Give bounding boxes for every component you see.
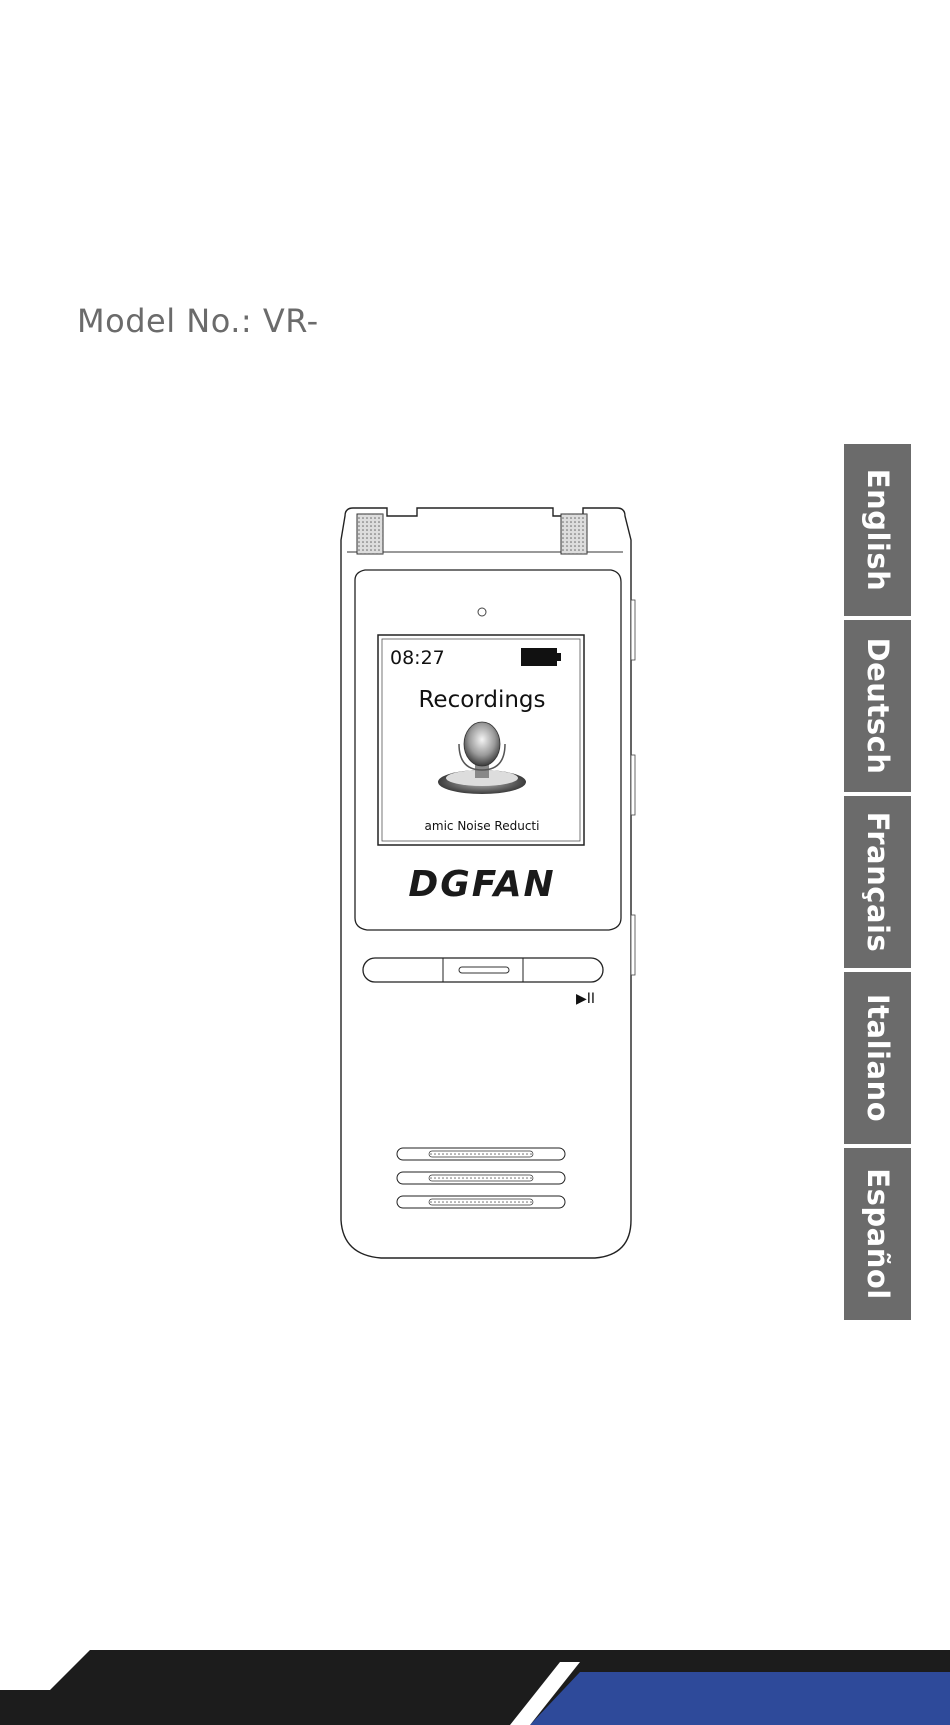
footer-band <box>0 1650 950 1725</box>
screen-caption: amic Noise Reducti <box>425 819 540 833</box>
tab-deutsch[interactable]: Deutsch <box>844 620 911 792</box>
play-pause-icon: ▶II <box>576 991 595 1007</box>
tab-label: Deutsch <box>861 638 895 775</box>
control-buttons[interactable] <box>363 958 603 982</box>
brand-logo: DGFAN <box>408 864 555 905</box>
tab-francais[interactable]: Français <box>844 796 911 968</box>
screen-time: 08:27 <box>390 647 445 669</box>
speaker-grille <box>397 1148 565 1208</box>
voice-recorder-illustration: 08:27 Recordings amic Noise Reducti DGFA… <box>325 500 645 1270</box>
tab-espanol[interactable]: Español <box>844 1148 911 1320</box>
screen-title: Recordings <box>418 687 545 713</box>
mic-grille-right <box>561 514 587 554</box>
model-number: Model No.: VR- <box>77 302 319 340</box>
tab-label: Italiano <box>861 994 895 1122</box>
tab-label: English <box>861 469 895 592</box>
tab-italiano[interactable]: Italiano <box>844 972 911 1144</box>
tab-label: Français <box>861 812 895 952</box>
tab-english[interactable]: English <box>844 444 911 616</box>
battery-icon <box>521 648 561 666</box>
tab-label: Español <box>861 1168 895 1299</box>
language-tabs: English Deutsch Français Italiano Españo… <box>844 444 911 1324</box>
mic-grille-left <box>357 514 383 554</box>
